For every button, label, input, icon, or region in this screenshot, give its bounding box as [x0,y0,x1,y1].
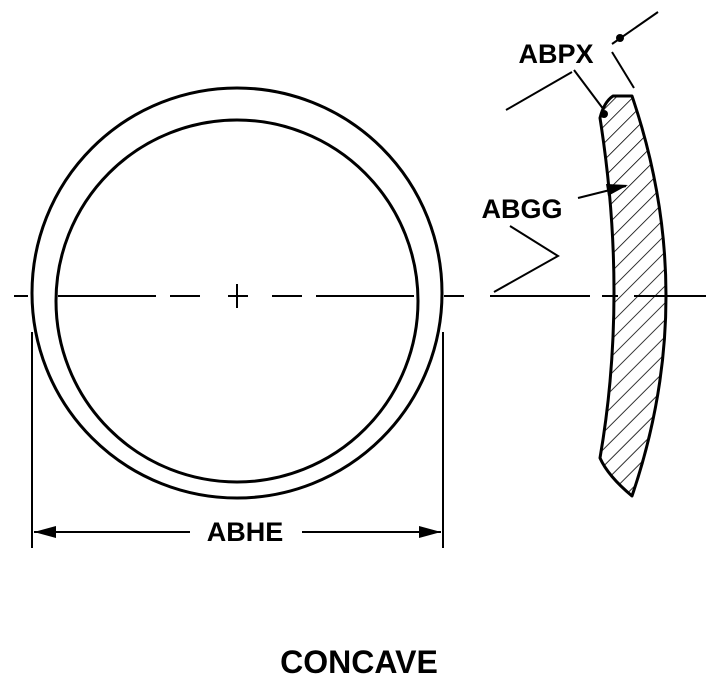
thickness-label: ABPX [518,39,593,69]
arrowhead-right [419,526,441,538]
diameter-dimension [31,332,444,548]
radius-leader [493,184,628,293]
leader-dot-b [616,34,624,42]
diameter-label: ABHE [207,517,284,547]
caption: CONCAVE [280,644,438,680]
leader-dot-a [600,110,608,118]
arrowhead-left [34,526,56,538]
radius-label: ABGG [482,194,563,224]
thickness-leader [505,11,659,118]
washer-section [598,94,668,498]
outer-circle [30,86,444,500]
radius-arrowhead [606,184,628,196]
inner-circle [54,118,420,484]
center-mark [228,284,248,308]
